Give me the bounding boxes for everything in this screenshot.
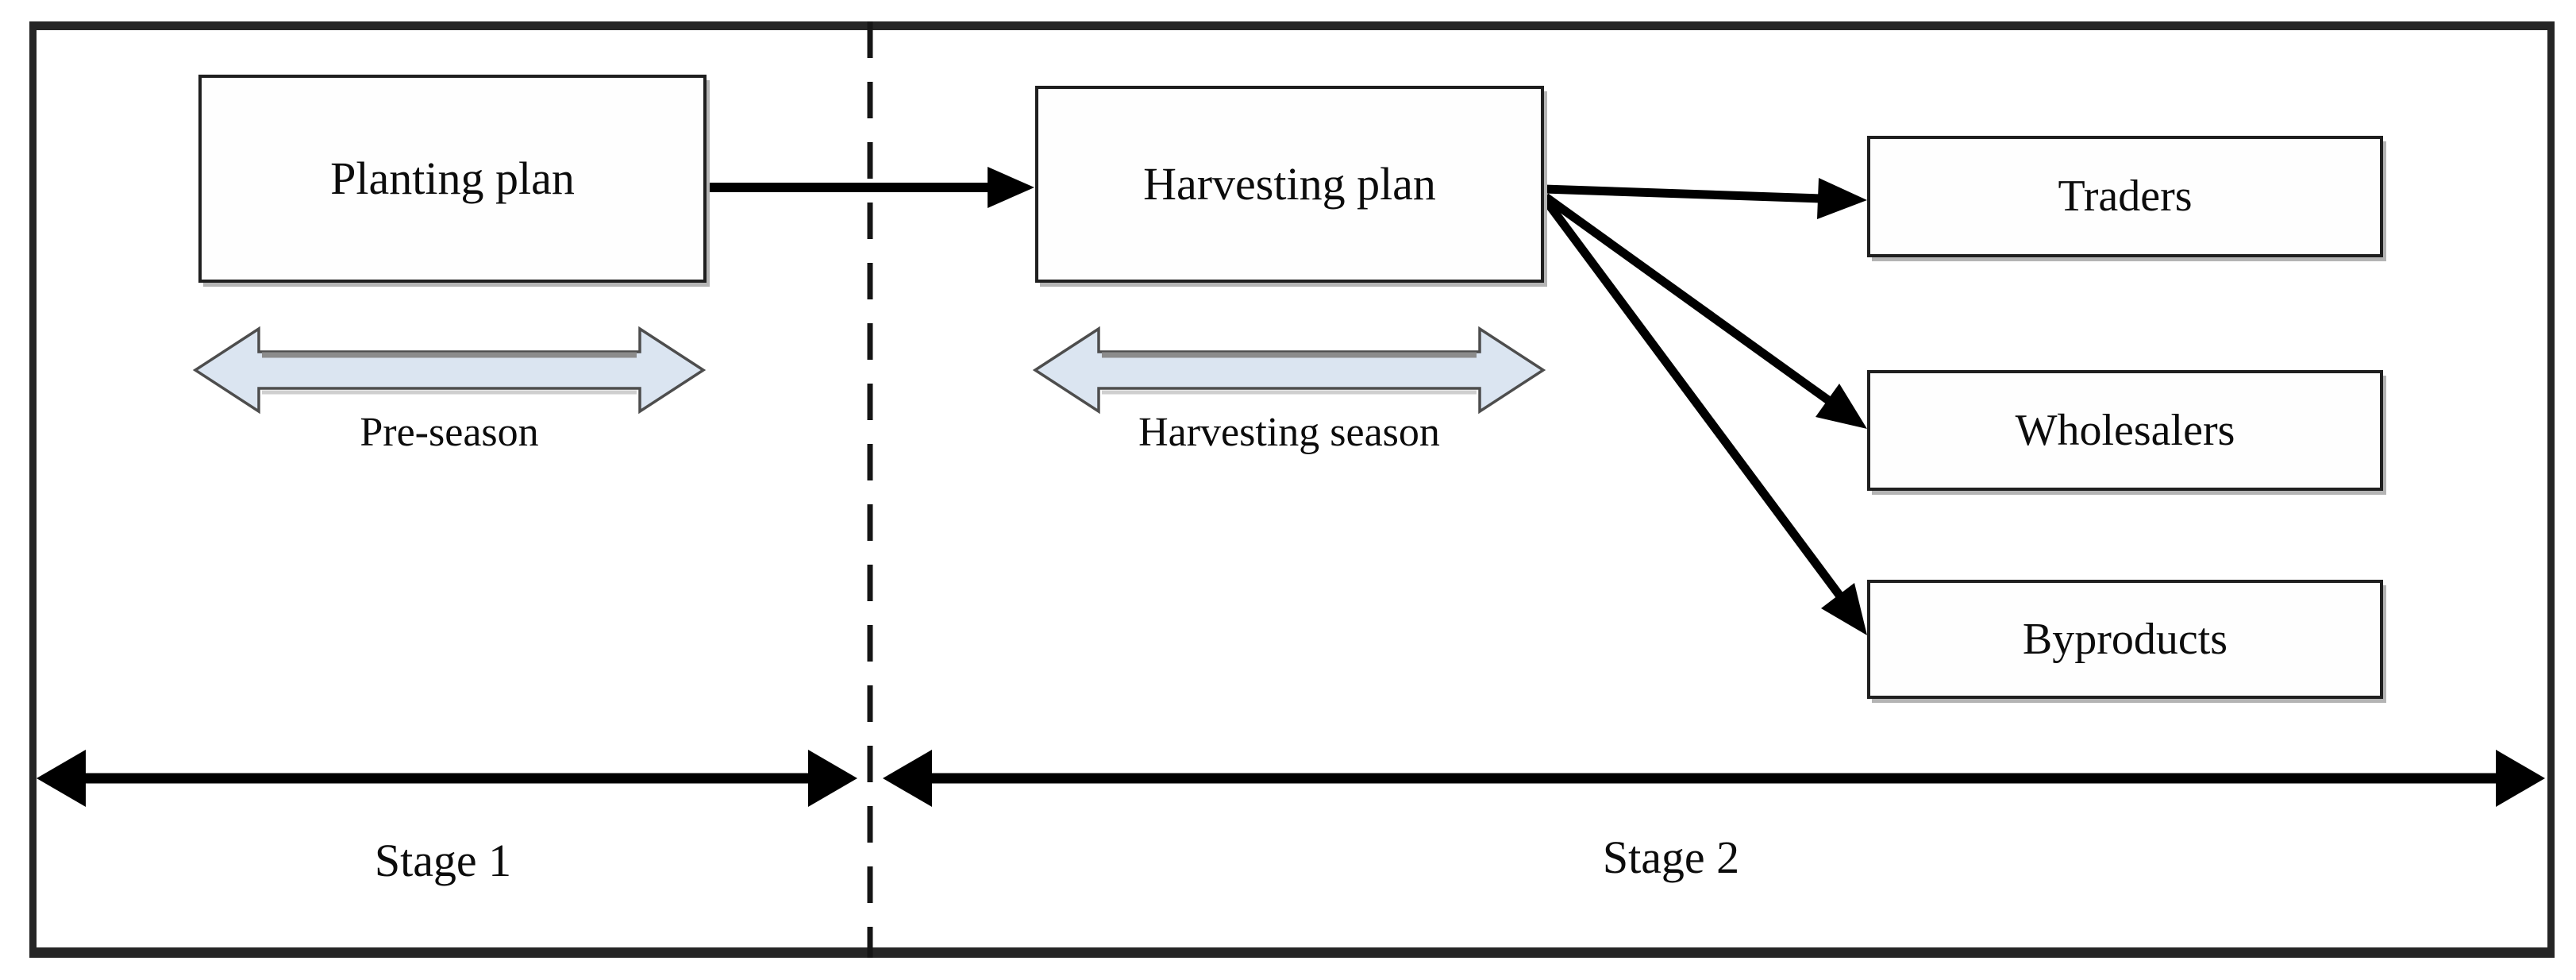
arrow-harvesting-to-traders xyxy=(1543,178,1867,219)
node-byproducts: Byproducts xyxy=(1867,580,2383,699)
stage2-span-arrow xyxy=(883,750,2545,807)
node-harvesting-plan: Harvesting plan xyxy=(1035,86,1544,283)
harvesting-season-double-arrow xyxy=(1032,326,1546,415)
outer-frame xyxy=(29,21,2555,958)
node-label: Planting plan xyxy=(330,152,575,204)
node-label: Wholesalers xyxy=(2015,405,2235,455)
arrow-harvesting-to-byproducts xyxy=(1542,197,1867,635)
node-label: Harvesting plan xyxy=(1143,157,1436,210)
arrow-planting-to-harvesting xyxy=(707,167,1034,208)
pre-season-double-arrow xyxy=(192,326,707,415)
node-label: Byproducts xyxy=(2022,614,2228,664)
stage1-span-arrow xyxy=(37,750,857,807)
node-label: Traders xyxy=(2058,172,2193,222)
label-stage-1: Stage 1 xyxy=(374,835,512,886)
label-harvesting-season: Harvesting season xyxy=(1138,410,1440,455)
node-wholesalers: Wholesalers xyxy=(1867,370,2383,491)
label-pre-season: Pre-season xyxy=(360,410,539,455)
node-traders: Traders xyxy=(1867,136,2383,257)
node-planting-plan: Planting plan xyxy=(198,75,707,283)
arrow-harvesting-to-wholesalers xyxy=(1542,193,1867,429)
label-stage-2: Stage 2 xyxy=(1602,831,1740,883)
